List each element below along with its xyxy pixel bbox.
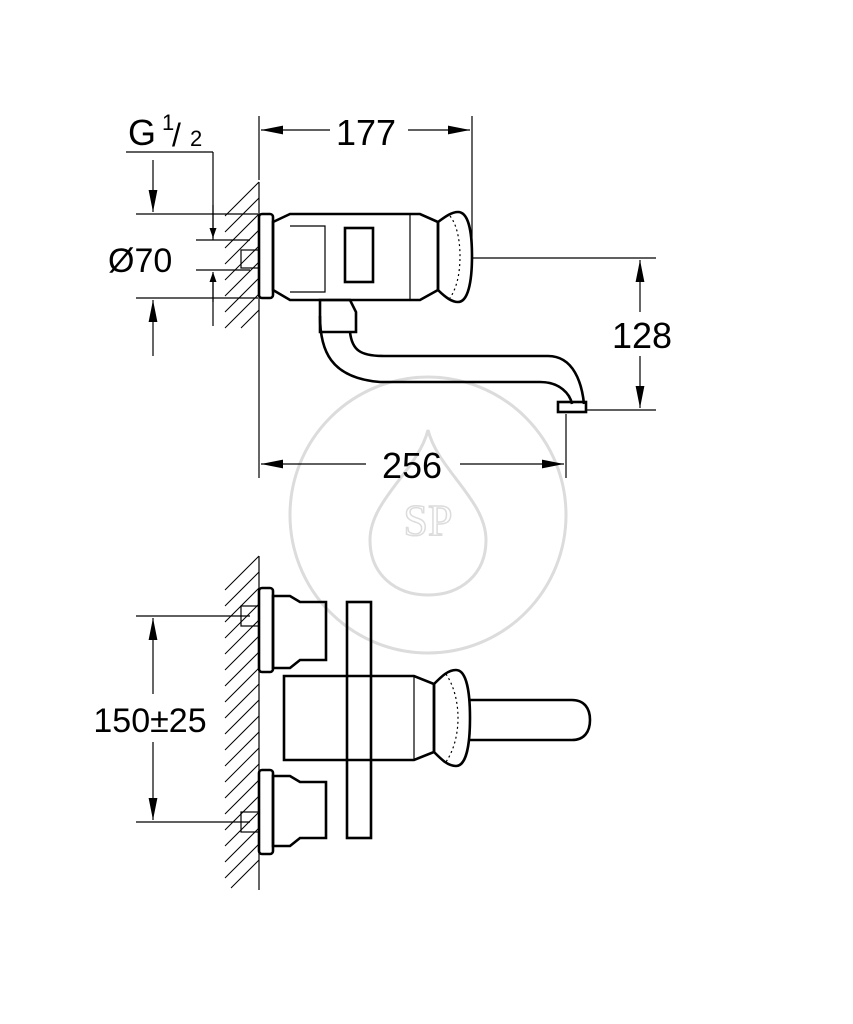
dim-thread: G 1 / 2: [126, 110, 250, 326]
dim-spacing-label: 150±25: [93, 702, 206, 740]
top-wall: [224, 181, 260, 329]
watermark-text: SP: [404, 496, 453, 545]
bottom-faucet-body: [240, 586, 592, 856]
dim-spacing: 150±25: [93, 615, 250, 823]
top-faucet-body: [240, 210, 588, 414]
dim-width-bottom-label: 256: [382, 445, 442, 486]
dim-width-top: 177: [258, 112, 473, 250]
dim-width-top-label: 177: [336, 112, 396, 153]
thread-numerator: 1: [162, 110, 174, 135]
dim-diameter-label: Ø70: [108, 242, 172, 280]
dim-height-label: 128: [612, 315, 672, 356]
dim-height: 128: [472, 257, 672, 411]
dim-diameter: Ø70: [108, 160, 258, 356]
watermark-logo: SP: [288, 375, 568, 655]
thread-letter: G: [128, 112, 156, 153]
thread-denominator: 2: [190, 126, 202, 151]
dim-width-bottom: 256: [258, 328, 567, 486]
svg-text:/: /: [172, 117, 181, 153]
